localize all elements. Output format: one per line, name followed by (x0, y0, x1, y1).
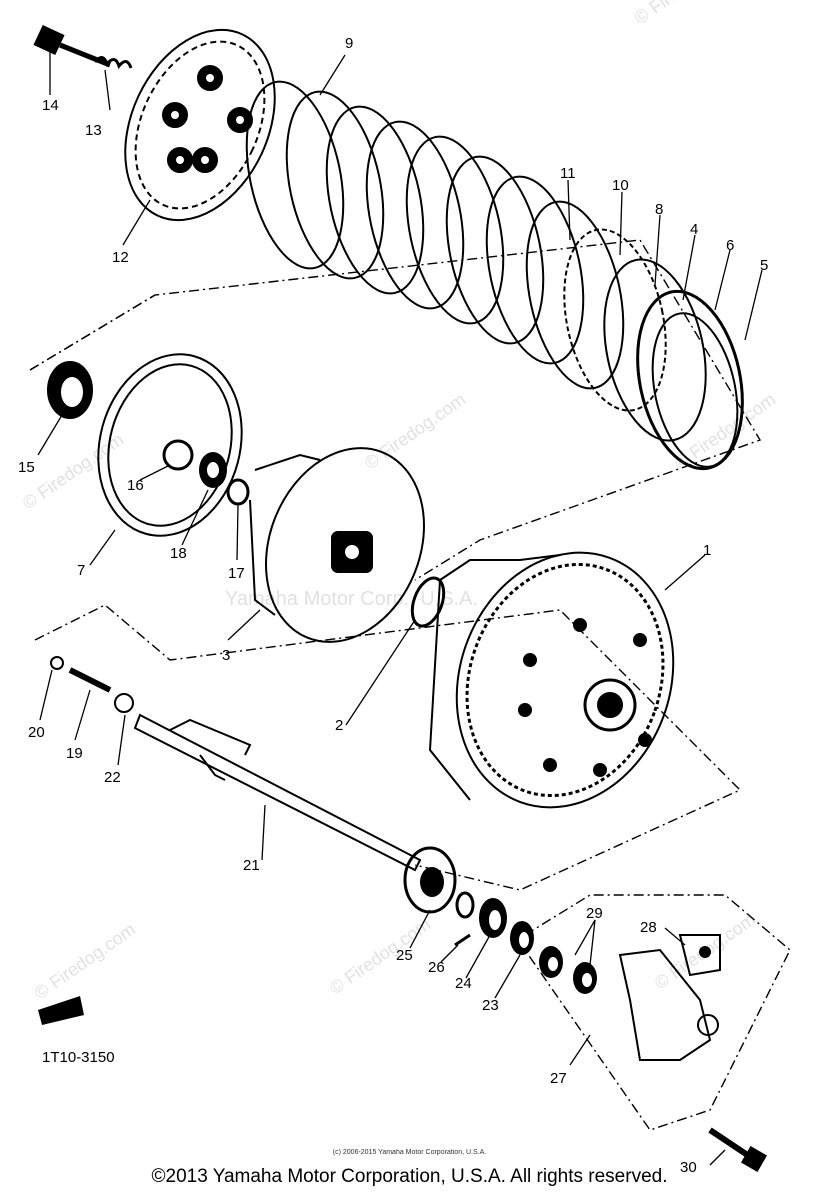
watermark-firedog: © Firedog.com (631, 0, 739, 28)
watermark-firedog: © Firedog.com (19, 429, 127, 513)
seal-29a-hole (548, 957, 558, 971)
copyright-notice: ©2013 Yamaha Motor Corporation, U.S.A. A… (151, 1166, 668, 1187)
clutch-boss (249, 447, 425, 643)
circlip (455, 891, 475, 919)
callout-27: 27 (550, 1070, 567, 1087)
callout-12: 12 (112, 249, 129, 266)
watermark-firedog: © Firedog.com (671, 389, 779, 473)
callout-21: 21 (243, 857, 260, 874)
callout-14: 14 (42, 97, 59, 114)
bearing (47, 361, 93, 419)
callout-18: 18 (170, 545, 187, 562)
callout-3: 3 (222, 647, 230, 664)
callout-15: 15 (18, 459, 35, 476)
callout-11: 11 (560, 165, 576, 182)
diagram-code: 1T10-3150 (42, 1049, 115, 1066)
callout-20: 20 (28, 724, 45, 741)
clutch-housing (428, 551, 675, 809)
shaft-bearing (403, 846, 457, 914)
assembly-guide-lines (29, 239, 791, 1131)
pin (454, 933, 471, 947)
callout-8: 8 (655, 201, 663, 218)
callout-7: 7 (77, 562, 85, 579)
part-callouts: 9 14 13 12 11 10 8 4 6 5 15 16 7 18 17 3… (18, 35, 768, 1176)
callout-9: 9 (345, 35, 353, 52)
watermark-firedog: © Firedog.com (31, 919, 139, 1003)
callout-24: 24 (455, 975, 472, 992)
release-lever-assembly (618, 934, 721, 1061)
oil-seal-hole (519, 932, 529, 948)
callout-4: 4 (690, 221, 698, 238)
front-direction-icon (38, 996, 84, 1025)
push-rod (50, 656, 134, 713)
clutch-cover-plate (97, 353, 243, 537)
callout-2: 2 (335, 717, 343, 734)
watermark-layer: © Firedog.com © Firedog.com © Firedog.co… (19, 0, 779, 1003)
callout-19: 19 (66, 745, 83, 762)
collar-hole (489, 910, 501, 930)
callout-26: 26 (428, 959, 445, 976)
watermark-firedog: © Firedog.com (326, 914, 434, 998)
lock-nut-hole (207, 462, 219, 478)
leader-lines (37, 50, 763, 1166)
watermark-firedog: © Firedog.com (361, 389, 469, 473)
callout-16: 16 (127, 477, 144, 494)
clutch-plate-stack (245, 80, 744, 471)
callout-10: 10 (612, 177, 629, 194)
small-copyright: (c) 2006-2015 Yamaha Motor Corporation, … (332, 1149, 487, 1156)
pressure-plate (124, 28, 276, 222)
callout-5: 5 (760, 257, 768, 274)
mounting-bolt (708, 1127, 767, 1172)
callout-1: 1 (703, 542, 711, 559)
callout-22: 22 (104, 769, 121, 786)
callout-23: 23 (482, 997, 499, 1014)
callout-25: 25 (396, 947, 413, 964)
lock-washer (226, 478, 250, 506)
callout-30: 30 (680, 1159, 697, 1176)
callout-29: 29 (586, 905, 603, 922)
seal-29b-hole (582, 973, 592, 987)
callout-13: 13 (85, 122, 102, 139)
thrust-washer (410, 576, 446, 628)
callout-6: 6 (726, 237, 734, 254)
callout-17: 17 (228, 565, 245, 582)
main-axle (133, 713, 422, 872)
bolt-and-spring (33, 24, 133, 70)
callout-28: 28 (640, 919, 657, 936)
